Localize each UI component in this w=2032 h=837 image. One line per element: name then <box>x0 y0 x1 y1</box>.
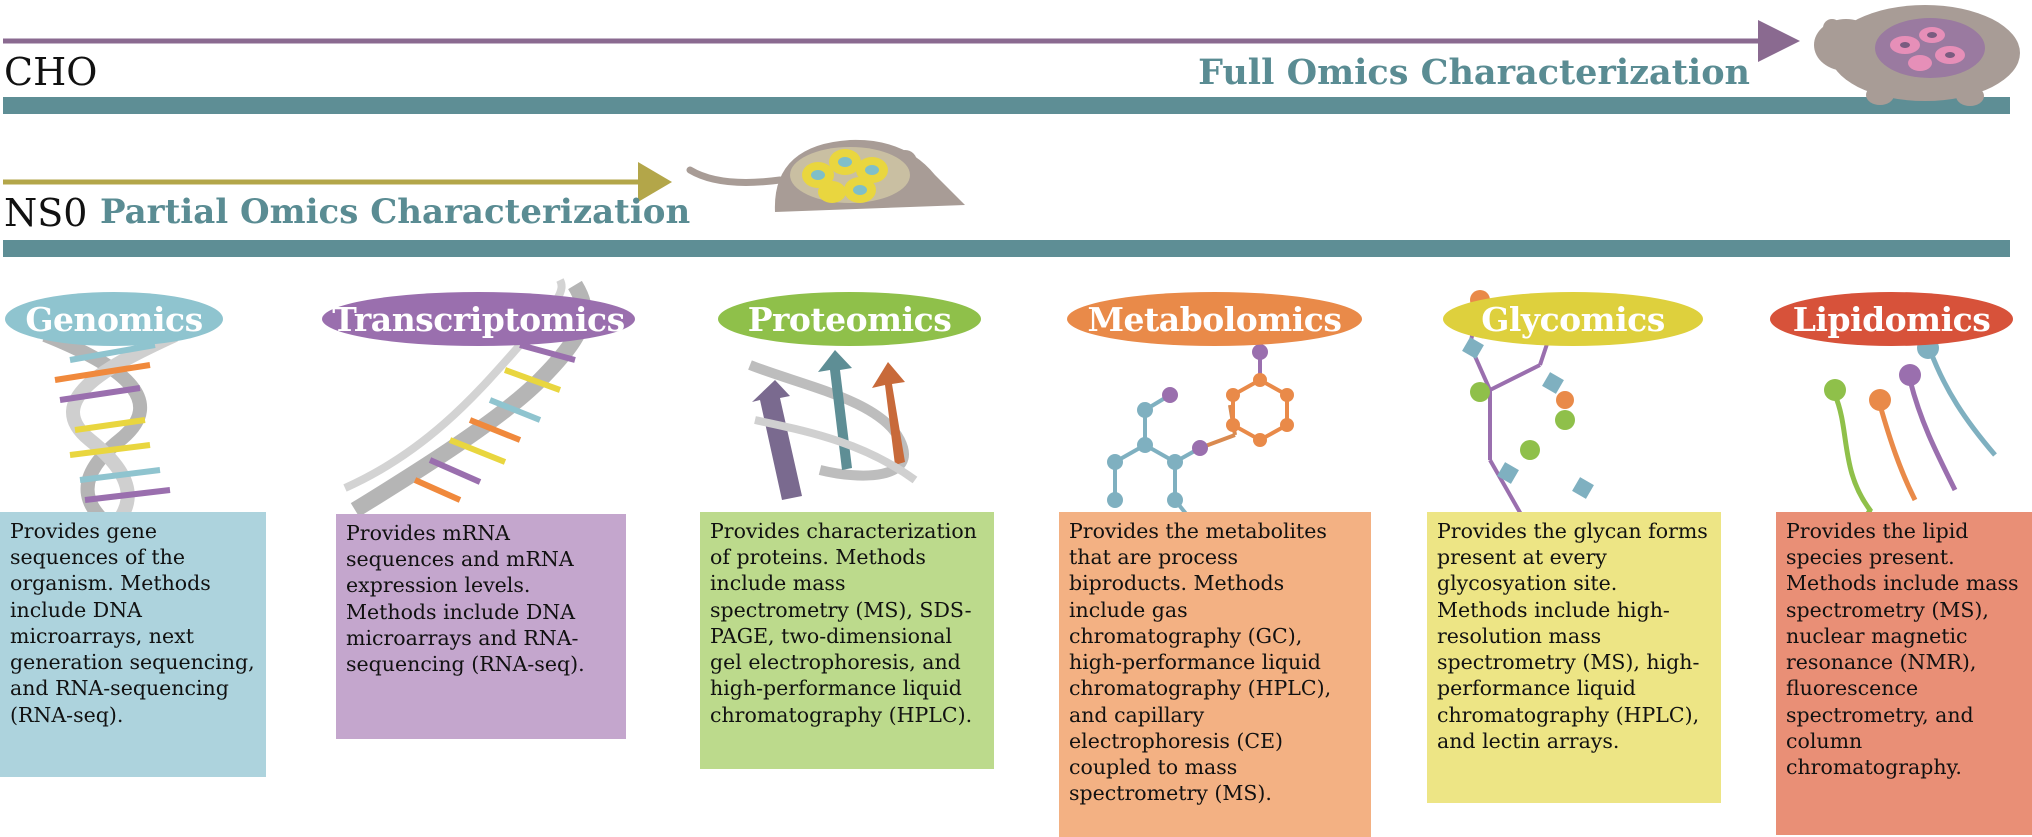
full-omics-label: Full Omics Characterization <box>1198 52 1750 93</box>
metabolite-molecule-icon <box>1107 344 1294 533</box>
omics-description-glycomics: Provides the glycan forms present at eve… <box>1427 512 1721 803</box>
omics-title-lipidomics: Lipidomics <box>1770 292 2013 346</box>
ns0-label: NS0 <box>4 191 88 235</box>
omics-description-metabolomics: Provides the metabolites that are proces… <box>1059 512 1371 837</box>
omics-description-genomics: Provides gene sequences of the organism.… <box>0 512 266 777</box>
omics-title-genomics: Genomics <box>5 292 223 346</box>
ns0-divider-bar <box>3 240 2010 257</box>
omics-title-glycomics: Glycomics <box>1443 292 1703 346</box>
cho-arrow-head <box>1758 20 1800 62</box>
omics-description-transcriptomics: Provides mRNA sequences and mRNA express… <box>336 514 626 739</box>
ns0-arrow-head <box>638 162 672 202</box>
mouse-icon <box>686 139 965 212</box>
protein-structure-icon <box>748 350 918 500</box>
omics-description-proteomics: Provides characterization of proteins. M… <box>700 512 994 769</box>
partial-omics-label: Partial Omics Characterization <box>100 192 691 232</box>
lipid-chains-icon <box>1824 337 1997 532</box>
omics-description-lipidomics: Provides the lipid species present. Meth… <box>1776 512 2032 835</box>
omics-title-metabolomics: Metabolomics <box>1067 292 1362 346</box>
cho-label: CHO <box>4 50 98 94</box>
hamster-icon <box>1814 5 2020 106</box>
omics-title-transcriptomics: Transcriptomics <box>322 292 635 346</box>
omics-title-proteomics: Proteomics <box>718 292 981 346</box>
cho-divider-bar <box>3 97 2010 114</box>
